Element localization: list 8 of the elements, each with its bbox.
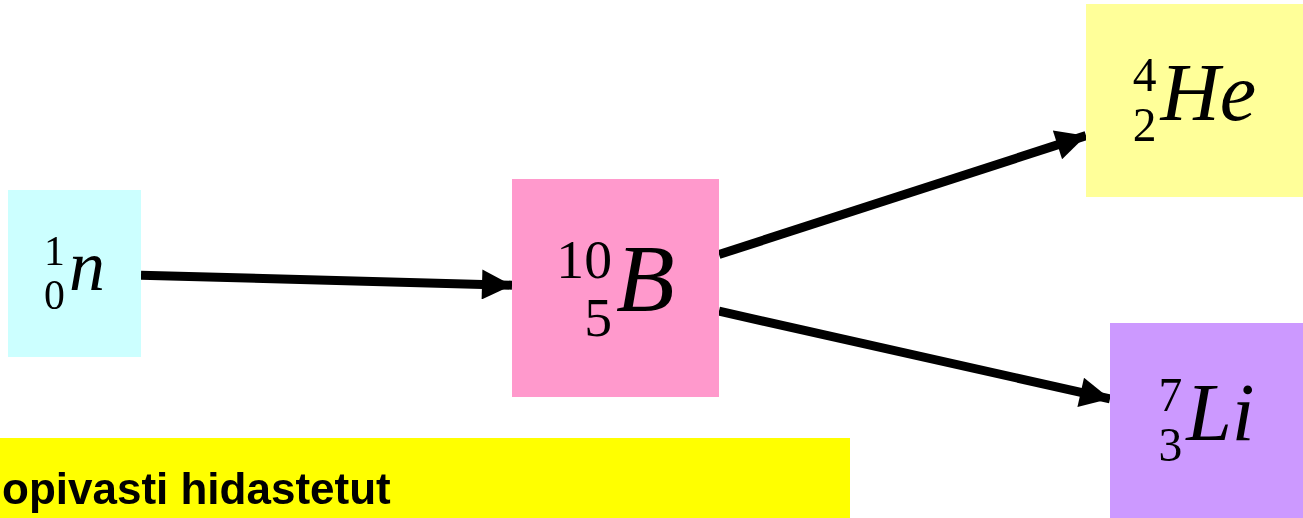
nuclide-box — [512, 179, 719, 397]
arrow — [718, 306, 1111, 407]
highlight-band — [0, 438, 850, 518]
nuclide-box — [8, 190, 141, 357]
nuclide-box — [1086, 4, 1303, 197]
note-text: opivasti hidastetut — [2, 464, 391, 514]
arrow — [140, 269, 513, 300]
nuclide-box — [1110, 323, 1303, 518]
